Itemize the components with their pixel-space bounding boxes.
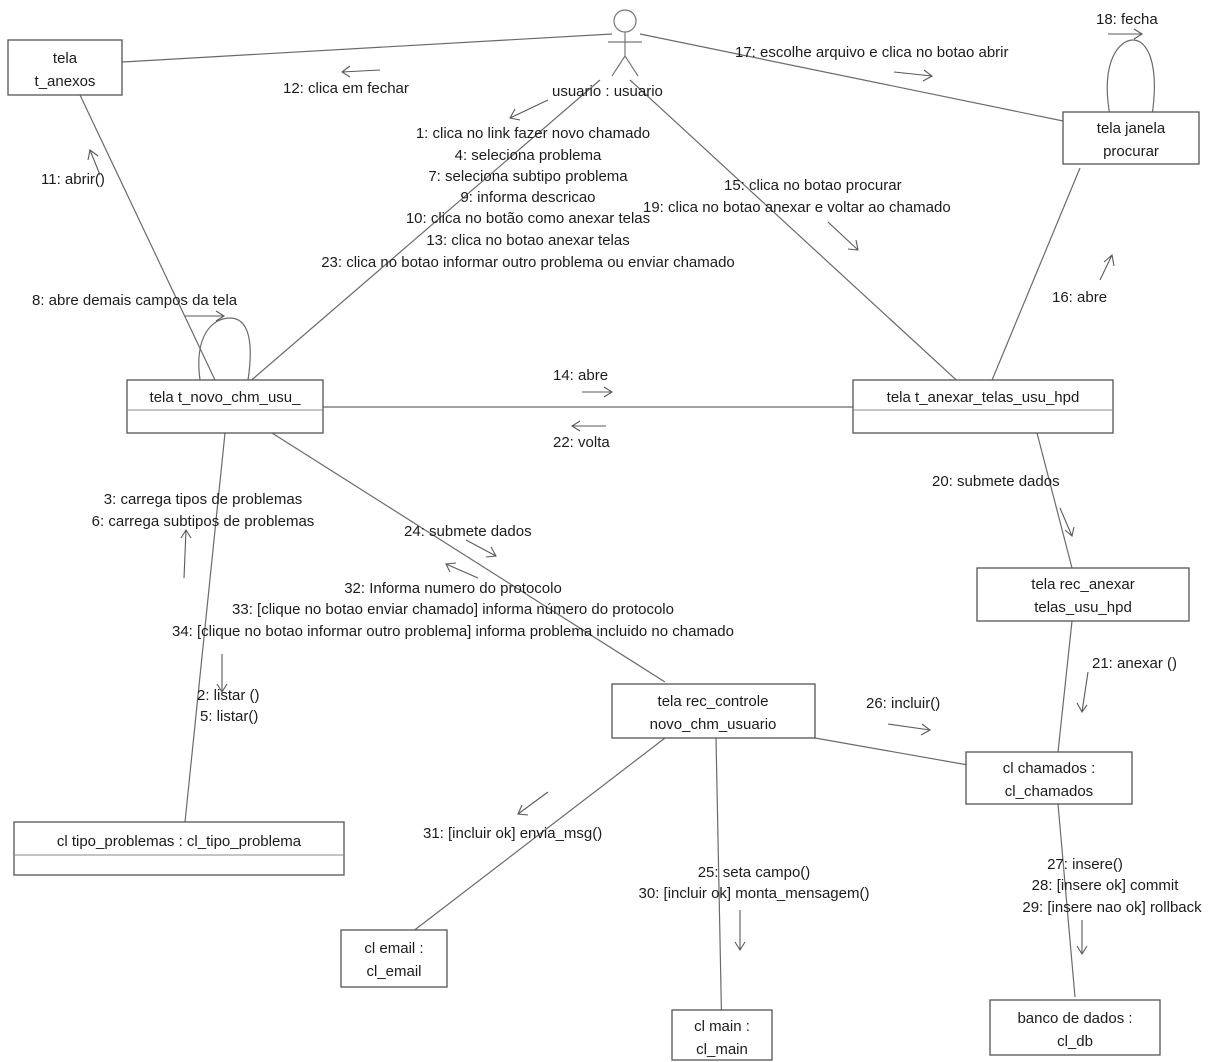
msg-3: 3: carrega tipos de problemas xyxy=(104,491,302,508)
msg-23: 23: clica no botao informar outro proble… xyxy=(321,254,735,271)
svg-text:tela: tela xyxy=(53,50,78,67)
svg-text:procurar: procurar xyxy=(1103,143,1159,160)
msg-4: 4: seleciona problema xyxy=(455,147,602,164)
svg-text:cl main :: cl main : xyxy=(694,1018,750,1035)
msg-5: 5: listar() xyxy=(200,708,258,725)
msg-19: 19: clica no botao anexar e voltar ao ch… xyxy=(643,199,951,216)
svg-text:cl_email: cl_email xyxy=(366,963,421,980)
actor-label: usuario : usuario xyxy=(552,83,663,100)
svg-text:cl_main: cl_main xyxy=(696,1041,748,1058)
svg-text:cl email :: cl email : xyxy=(364,940,423,957)
msg-29: 29: [insere nao ok] rollback xyxy=(1022,899,1202,916)
object-cl-main[interactable]: cl main : cl_main xyxy=(671,1009,773,1061)
object-tela-t-anexar-telas-usu-hpd[interactable]: tela t_anexar_telas_usu_hpd xyxy=(852,379,1114,434)
msg-8: 8: abre demais campos da tela xyxy=(32,292,238,309)
msg-27: 27: insere() xyxy=(1047,856,1123,873)
object-banco-de-dados[interactable]: banco de dados : cl_db xyxy=(989,999,1161,1056)
svg-text:tela t_novo_chm_usu_: tela t_novo_chm_usu_ xyxy=(150,389,302,406)
object-tela-rec-controle[interactable]: tela rec_controle novo_chm_usuario xyxy=(611,683,816,739)
msg-11: 11: abrir() xyxy=(41,171,105,188)
msg-20: 20: submete dados xyxy=(932,473,1060,490)
msg-14: 14: abre xyxy=(553,367,608,384)
msg-13: 13: clica no botao anexar telas xyxy=(426,232,629,249)
msg-17: 17: escolhe arquivo e clica no botao abr… xyxy=(735,44,1009,61)
msg-34: 34: [clique no botao informar outro prob… xyxy=(172,623,734,640)
msg-10: 10: clica no botão como anexar telas xyxy=(406,210,650,227)
self-loop-novo-chm xyxy=(198,317,251,381)
svg-text:cl chamados :: cl chamados : xyxy=(1003,760,1096,777)
object-cl-chamados[interactable]: cl chamados : cl_chamados xyxy=(965,751,1133,805)
object-tela-t-novo-chm-usu[interactable]: tela t_novo_chm_usu_ xyxy=(126,379,324,434)
msg-28: 28: [insere ok] commit xyxy=(1032,877,1180,894)
msg-16: 16: abre xyxy=(1052,289,1107,306)
svg-text:cl tipo_problemas : cl_tipo_pr: cl tipo_problemas : cl_tipo_problema xyxy=(57,833,302,850)
msg-1: 1: clica no link fazer novo chamado xyxy=(416,125,650,142)
actor-usuario xyxy=(608,9,642,77)
svg-text:novo_chm_usuario: novo_chm_usuario xyxy=(650,716,777,733)
svg-text:cl_db: cl_db xyxy=(1057,1033,1093,1050)
object-tela-t-anexos[interactable]: tela t_anexos xyxy=(7,39,123,96)
msg-22: 22: volta xyxy=(553,434,610,451)
msg-7: 7: seleciona subtipo problema xyxy=(428,168,628,185)
message-labels: 18: fecha 17: escolhe arquivo e clica no… xyxy=(32,11,1202,916)
svg-text:t_anexos: t_anexos xyxy=(35,73,96,90)
msg-18: 18: fecha xyxy=(1096,11,1158,28)
svg-text:tela t_anexar_telas_usu_hpd: tela t_anexar_telas_usu_hpd xyxy=(887,389,1080,406)
msg-25: 25: seta campo() xyxy=(698,864,811,881)
msg-24: 24: submete dados xyxy=(404,523,532,540)
svg-text:cl_chamados: cl_chamados xyxy=(1005,783,1093,800)
svg-text:banco de dados :: banco de dados : xyxy=(1017,1010,1132,1027)
msg-33: 33: [clique no botao enviar chamado] inf… xyxy=(232,601,674,618)
msg-6: 6: carrega subtipos de problemas xyxy=(92,513,315,530)
msg-9: 9: informa descricao xyxy=(460,189,595,206)
msg-30: 30: [incluir ok] monta_mensagem() xyxy=(639,885,870,902)
msg-2: 2: listar () xyxy=(197,687,260,704)
svg-text:tela rec_anexar: tela rec_anexar xyxy=(1031,576,1134,593)
msg-26: 26: incluir() xyxy=(866,695,940,712)
msg-31: 31: [incluir ok] envia_msg() xyxy=(423,825,602,842)
svg-text:telas_usu_hpd: telas_usu_hpd xyxy=(1034,599,1132,616)
svg-text:tela rec_controle: tela rec_controle xyxy=(658,693,769,710)
msg-21: 21: anexar () xyxy=(1092,655,1177,672)
msg-32: 32: Informa numero do protocolo xyxy=(344,580,562,597)
msg-15: 15: clica no botao procurar xyxy=(724,177,902,194)
object-cl-tipo-problemas[interactable]: cl tipo_problemas : cl_tipo_problema xyxy=(13,821,345,876)
object-cl-email[interactable]: cl email : cl_email xyxy=(340,929,448,988)
object-tela-janela-procurar[interactable]: tela janela procurar xyxy=(1062,111,1200,165)
msg-12: 12: clica em fechar xyxy=(283,80,409,97)
object-tela-rec-anexar-telas[interactable]: tela rec_anexar telas_usu_hpd xyxy=(976,567,1190,622)
self-loop-janela xyxy=(1106,39,1155,117)
links xyxy=(79,33,1081,1041)
message-arrows xyxy=(87,28,1144,956)
svg-text:tela janela: tela janela xyxy=(1097,120,1166,137)
